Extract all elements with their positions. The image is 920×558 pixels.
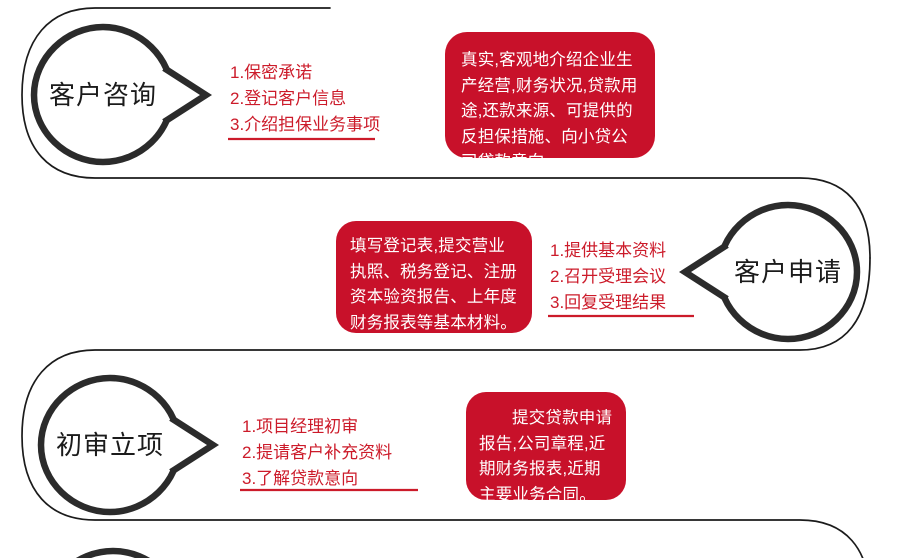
bubble-customer-consult xyxy=(30,23,176,166)
step-item: 3.介绍担保业务事项 xyxy=(230,114,381,134)
card-text: 提交贷款申请报告,公司章程,近期财务报表,近期主要业务合同。 xyxy=(479,409,613,504)
bubble-customer-apply xyxy=(715,201,861,343)
track-row-1 xyxy=(21,7,871,259)
node-label-customer-consult[interactable]: 客户咨询 xyxy=(48,80,157,110)
consult-detail-card[interactable]: 真实,客观地介绍企业生产经营,财务状况,贷款用途,还款来源、可提供的反担保措施、… xyxy=(445,32,655,171)
bubble-tail-mask-row-2 xyxy=(723,249,731,295)
step-item: 2.登记客户信息 xyxy=(230,88,347,108)
step-list-row-2: 1.提供基本资料 2.召开受理会议 3.回复受理结果 xyxy=(550,238,666,315)
step-item: 1.提供基本资料 xyxy=(550,241,667,260)
step-item: 3.了解贷款意向 xyxy=(242,468,359,488)
track-row-2-body xyxy=(21,257,871,558)
bubble-tail-row-2 xyxy=(678,242,729,302)
review-detail-card[interactable]: 提交贷款申请报告,公司章程,近期财务报表,近期主要业务合同。 xyxy=(466,392,626,504)
step-item: 2.提请客户补充资料 xyxy=(242,442,393,462)
step-item: 1.保密承诺 xyxy=(230,63,313,82)
card-text: 填写登记表,提交营业执照、税务登记、注册资本验资报告、上年度财务报表等基本材料。 xyxy=(350,237,517,332)
bubble-tail-mask-row-3 xyxy=(167,422,175,468)
step-item: 1.项目经理初审 xyxy=(242,417,359,436)
step-list-row-1: 1.保密承诺 2.登记客户信息 3.介绍担保业务事项 xyxy=(230,60,380,137)
step-item: 2.召开受理会议 xyxy=(550,266,667,286)
bubble-tail-row-1 xyxy=(162,65,213,125)
bubble-row-4-partial xyxy=(76,547,150,558)
apply-detail-card[interactable]: 填写登记表,提交营业执照、税务登记、注册资本验资报告、上年度财务报表等基本材料。 xyxy=(336,221,532,333)
bubble-initial-review xyxy=(37,374,183,516)
node-label-customer-apply[interactable]: 客户申请 xyxy=(733,257,842,287)
bubble-tail-mask-row-1 xyxy=(160,72,168,118)
step-list-row-3: 1.项目经理初审 2.提请客户补充资料 3.了解贷款意向 xyxy=(242,414,392,491)
step-item: 3.回复受理结果 xyxy=(550,292,667,312)
bubble-tail-row-3 xyxy=(169,415,220,475)
card-text: 真实,客观地介绍企业生产经营,财务状况,贷款用途,还款来源、可提供的反担保措施、… xyxy=(461,51,638,172)
node-label-initial-review[interactable]: 初审立项 xyxy=(55,430,164,460)
